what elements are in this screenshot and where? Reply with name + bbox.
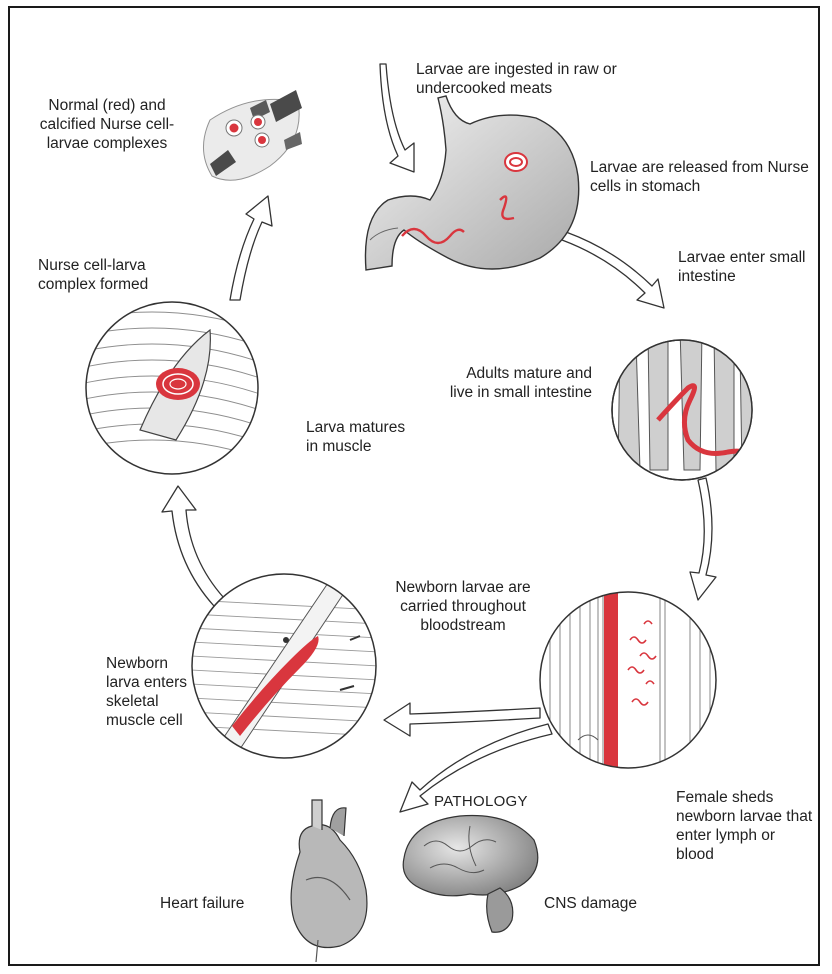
label-cns-damage: CNS damage xyxy=(544,894,674,913)
muscle-maturation-circle xyxy=(80,302,260,474)
label-pathology: PATHOLOGY xyxy=(434,792,574,811)
muscle-entry-circle xyxy=(190,574,380,758)
label-released: Larvae are released from Nurse cells in … xyxy=(590,158,810,196)
brain-image xyxy=(403,816,538,933)
label-adults-mature: Adults mature and live in small intestin… xyxy=(444,364,592,402)
arrow-intestine-to-blood xyxy=(690,478,716,600)
label-ingested: Larvae are ingested in raw or undercooke… xyxy=(416,60,626,98)
arrow-entry-to-maturation xyxy=(162,486,224,606)
label-matures-muscle: Larva matures in muscle xyxy=(306,418,416,456)
bloodstream-circle xyxy=(540,590,720,780)
stomach-image xyxy=(365,96,578,270)
intestine-circle xyxy=(612,322,760,480)
label-heart-failure: Heart failure xyxy=(160,894,290,913)
label-normal-calcified: Normal (red) and calcified Nurse cell-la… xyxy=(32,96,182,153)
label-enters-muscle: Newborn larva enters skeletal muscle cel… xyxy=(106,654,202,730)
calcified-complexes-image xyxy=(203,90,302,180)
ingestion-arrow xyxy=(380,64,414,172)
label-complex-formed: Nurse cell-larva complex formed xyxy=(38,256,188,294)
arrow-to-calcified xyxy=(230,196,272,300)
arrow-blood-to-muscle xyxy=(384,703,540,736)
heart-image xyxy=(291,800,367,962)
label-enter-intestine: Larvae enter small intestine xyxy=(678,248,808,286)
label-female-sheds: Female sheds newborn larvae that enter l… xyxy=(676,788,816,864)
arrow-stomach-to-intestine xyxy=(562,232,664,308)
label-carried-bloodstream: Newborn larvae are carried throughout bl… xyxy=(388,578,538,635)
